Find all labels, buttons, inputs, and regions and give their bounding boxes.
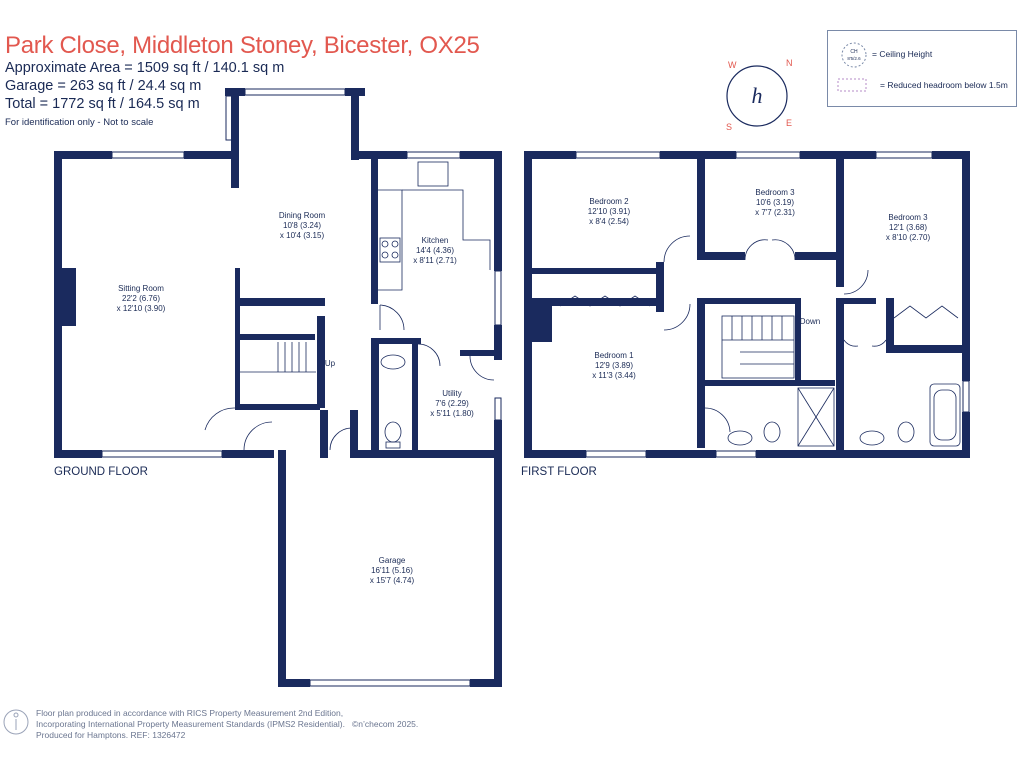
legend: CH 8'5/2.6 = Ceiling Height = Reduced he… — [827, 30, 1017, 107]
info-person-icon — [3, 709, 29, 735]
walls-first-floor — [524, 151, 970, 458]
bedroom3b-imperial: 12'1 (3.68) — [889, 223, 927, 232]
bedroom1-imperial: 12'9 (3.89) — [595, 361, 633, 370]
footer-brand: ©n’checom 2025. — [352, 719, 419, 729]
bedroom3b-metric: x 8'10 (2.70) — [886, 233, 931, 242]
stairs-down: Down — [800, 317, 820, 326]
footer-line3: Produced for Hamptons. REF: 1326472 — [36, 730, 186, 740]
utility-name: Utility — [442, 389, 462, 398]
legend-circle-top: CH — [850, 49, 858, 55]
kitchen-imperial: 14'4 (4.36) — [416, 246, 454, 255]
legend-graphics: CH 8'5/2.6 — [837, 42, 867, 92]
bedroom3b-name: Bedroom 3 — [888, 213, 928, 222]
legend-circle-bottom: 8'5/2.6 — [847, 56, 861, 61]
svg-text:h: h — [752, 83, 763, 108]
bedroom2-name: Bedroom 2 — [589, 197, 629, 206]
utility-imperial: 7'6 (2.29) — [435, 399, 469, 408]
kitchen-fittings — [204, 161, 495, 451]
sitting-name: Sitting Room — [118, 284, 164, 293]
bedroom1-metric: x 11'3 (3.44) — [592, 371, 636, 380]
bedroom3a-name: Bedroom 3 — [755, 188, 795, 197]
identification-note: For identification only - Not to scale — [5, 117, 154, 128]
reduced-headroom-icon — [837, 78, 867, 92]
ceiling-height-icon — [841, 42, 867, 68]
compass-s: S — [726, 122, 732, 132]
windows-ground — [101, 88, 502, 687]
bedroom3a-metric: x 7'7 (2.31) — [755, 208, 795, 217]
legend-ceiling-height: = Ceiling Height — [872, 49, 933, 59]
legend-reduced-headroom: = Reduced headroom below 1.5m — [880, 80, 1008, 90]
property-title: Park Close, Middleton Stoney, Bicester, … — [5, 32, 480, 59]
approx-area: Approximate Area = 1509 sq ft / 140.1 sq… — [5, 60, 285, 76]
compass-n: N — [786, 58, 793, 68]
garage-metric: x 15'7 (4.74) — [370, 576, 415, 585]
room-labels-first: Bedroom 2 12'10 (3.91) x 8'4 (2.54) Bedr… — [588, 188, 931, 380]
sitting-imperial: 22'2 (6.76) — [122, 294, 160, 303]
dining-metric: x 10'4 (3.15) — [280, 231, 325, 240]
footer-line1: Floor plan produced in accordance with R… — [36, 708, 344, 718]
dining-imperial: 10'8 (3.24) — [283, 221, 321, 230]
room-labels-ground: Dining Room 10'8 (3.24) x 10'4 (3.15) Si… — [117, 211, 474, 585]
utility-metric: x 5'11 (1.80) — [430, 409, 474, 418]
compass-logo: h W N S E — [726, 58, 793, 132]
first-floor-label: FIRST FLOOR — [521, 466, 597, 478]
sitting-metric: x 12'10 (3.90) — [117, 304, 166, 313]
garage-imperial: 16'11 (5.16) — [371, 566, 413, 575]
stairs-up: Up — [325, 359, 336, 368]
walls-ground-floor — [54, 88, 502, 687]
bedroom1-name: Bedroom 1 — [594, 351, 634, 360]
bedroom3a-imperial: 10'6 (3.19) — [756, 198, 794, 207]
footer-line2: Incorporating International Property Mea… — [36, 719, 345, 729]
compass-e: E — [786, 118, 792, 128]
ground-floor-label: GROUND FLOOR — [54, 466, 148, 478]
kitchen-name: Kitchen — [422, 236, 449, 245]
bedroom2-metric: x 8'4 (2.54) — [589, 217, 629, 226]
total-area: Total = 1772 sq ft / 164.5 sq m — [5, 96, 200, 112]
bedroom2-imperial: 12'10 (3.91) — [588, 207, 631, 216]
windows-first — [575, 151, 970, 458]
kitchen-metric: x 8'11 (2.71) — [413, 256, 457, 265]
first-floor-fittings — [559, 235, 961, 447]
garage-area: Garage = 263 sq ft / 24.4 sq m — [5, 78, 202, 94]
garage-name: Garage — [379, 556, 406, 565]
dining-name: Dining Room — [279, 211, 326, 220]
compass-w: W — [728, 60, 737, 70]
